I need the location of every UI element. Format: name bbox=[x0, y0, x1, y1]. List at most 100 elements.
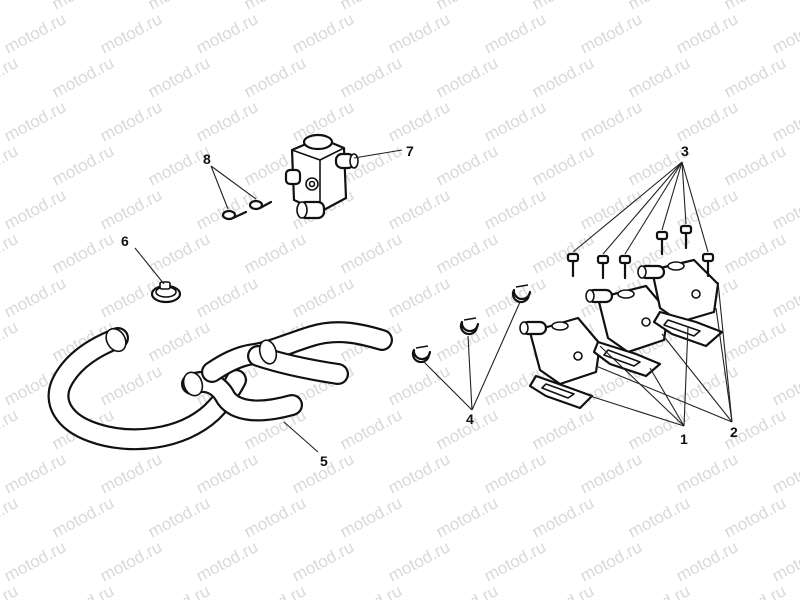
watermark-text: motod.ru bbox=[0, 0, 21, 14]
watermark-text: motod.ru bbox=[241, 53, 309, 101]
leader-3c bbox=[624, 161, 683, 255]
leader-4c bbox=[471, 301, 521, 411]
watermark-text: motod.ru bbox=[0, 405, 21, 453]
watermark-text: motod.ru bbox=[769, 449, 800, 497]
watermark-text: motod.ru bbox=[577, 97, 645, 145]
leader-1c bbox=[683, 325, 689, 427]
watermark-text: motod.ru bbox=[145, 317, 213, 365]
watermark-text: motod.ru bbox=[0, 53, 21, 101]
watermark-text: motod.ru bbox=[673, 97, 741, 145]
watermark-text: motod.ru bbox=[529, 229, 597, 277]
watermark-text: motod.ru bbox=[97, 97, 165, 145]
watermark-text: motod.ru bbox=[241, 229, 309, 277]
bolt-5 bbox=[679, 224, 693, 250]
bracket-plate-3 bbox=[637, 258, 720, 324]
watermark-text: motod.ru bbox=[673, 9, 741, 57]
valve bbox=[284, 133, 403, 220]
watermark-text: motod.ru bbox=[433, 53, 501, 101]
leader-3e bbox=[681, 161, 687, 225]
watermark-text: motod.ru bbox=[0, 581, 21, 600]
watermark-text: motod.ru bbox=[145, 581, 213, 600]
leader-4b bbox=[467, 335, 473, 411]
watermark-text: motod.ru bbox=[289, 273, 357, 321]
watermark-text: motod.ru bbox=[769, 185, 800, 233]
watermark-text: motod.ru bbox=[49, 53, 117, 101]
watermark-text: motod.ru bbox=[625, 493, 693, 541]
watermark-text: motod.ru bbox=[193, 97, 261, 145]
watermark-text: motod.ru bbox=[97, 449, 165, 497]
watermark-text: motod.ru bbox=[241, 581, 309, 600]
callout-7: 7 bbox=[406, 143, 414, 159]
leader-2a bbox=[595, 365, 733, 423]
hose-branch-upper bbox=[201, 321, 393, 385]
watermark-text: motod.ru bbox=[481, 537, 549, 585]
hose-assembly bbox=[47, 321, 393, 453]
hose-clip-2 bbox=[459, 317, 480, 336]
watermark-text: motod.ru bbox=[1, 449, 69, 497]
watermark-text: motod.ru bbox=[289, 537, 357, 585]
watermark-text: motod.ru bbox=[529, 141, 597, 189]
watermark-text: motod.ru bbox=[97, 361, 165, 409]
watermark-text: motod.ru bbox=[145, 53, 213, 101]
watermark-text: motod.ru bbox=[769, 361, 800, 409]
watermark-text: motod.ru bbox=[481, 9, 549, 57]
watermark-text: motod.ru bbox=[193, 185, 261, 233]
watermark-text: motod.ru bbox=[433, 581, 501, 600]
watermark-text: motod.ru bbox=[721, 493, 789, 541]
leader-8a bbox=[210, 165, 229, 210]
watermark-text: motod.ru bbox=[481, 97, 549, 145]
hose-clip-1 bbox=[411, 345, 432, 364]
bolt-6 bbox=[701, 252, 715, 278]
watermark-text: motod.ru bbox=[193, 273, 261, 321]
leader-1d bbox=[599, 345, 685, 427]
watermark-text: motod.ru bbox=[97, 185, 165, 233]
watermark-text: motod.ru bbox=[97, 537, 165, 585]
watermark-text: motod.ru bbox=[673, 449, 741, 497]
watermark-text: motod.ru bbox=[433, 317, 501, 365]
watermark-text: motod.ru bbox=[769, 537, 800, 585]
leader-8b bbox=[210, 165, 257, 200]
leader-3f bbox=[681, 161, 709, 253]
watermark-text: motod.ru bbox=[385, 97, 453, 145]
watermark-text: motod.ru bbox=[529, 581, 597, 600]
watermark-text: motod.ru bbox=[385, 449, 453, 497]
bolt bbox=[566, 161, 715, 280]
watermark-text: motod.ru bbox=[529, 405, 597, 453]
watermark-text: motod.ru bbox=[49, 141, 117, 189]
watermark-text: motod.ru bbox=[769, 273, 800, 321]
leader-1b bbox=[649, 367, 685, 427]
watermark-text: motod.ru bbox=[385, 537, 453, 585]
rubber-pad-1 bbox=[528, 374, 594, 410]
bolt-1 bbox=[566, 252, 580, 278]
watermark-text: motod.ru bbox=[145, 493, 213, 541]
rubber-pad-2 bbox=[592, 340, 662, 378]
leader-1a bbox=[589, 395, 685, 427]
callout-8: 8 bbox=[203, 151, 211, 167]
leader-7 bbox=[353, 149, 403, 159]
leader-2c bbox=[715, 307, 733, 423]
watermark-text: motod.ru bbox=[0, 141, 21, 189]
watermark-text: motod.ru bbox=[1, 185, 69, 233]
watermark-text: motod.ru bbox=[385, 361, 453, 409]
watermark-text: motod.ru bbox=[721, 141, 789, 189]
watermark-text: motod.ru bbox=[337, 405, 405, 453]
bracket-plate bbox=[519, 258, 720, 386]
leader-4a bbox=[423, 361, 473, 411]
watermark-text: motod.ru bbox=[97, 9, 165, 57]
watermark-text: motod.ru bbox=[577, 185, 645, 233]
watermark-text: motod.ru bbox=[337, 493, 405, 541]
bracket-plate-2 bbox=[585, 284, 670, 354]
watermark-text: motod.ru bbox=[481, 449, 549, 497]
callout-4: 4 bbox=[466, 411, 474, 427]
watermark-text: motod.ru bbox=[241, 493, 309, 541]
leader-3a bbox=[572, 161, 683, 253]
watermark-text: motod.ru bbox=[0, 493, 21, 541]
watermark-text: motod.ru bbox=[289, 9, 357, 57]
bolt-3 bbox=[618, 254, 632, 280]
watermark-text: motod.ru bbox=[193, 9, 261, 57]
leader-3b bbox=[602, 161, 683, 255]
hose-branch-lower bbox=[181, 371, 303, 422]
watermark-text: motod.ru bbox=[625, 581, 693, 600]
screw bbox=[210, 165, 273, 221]
